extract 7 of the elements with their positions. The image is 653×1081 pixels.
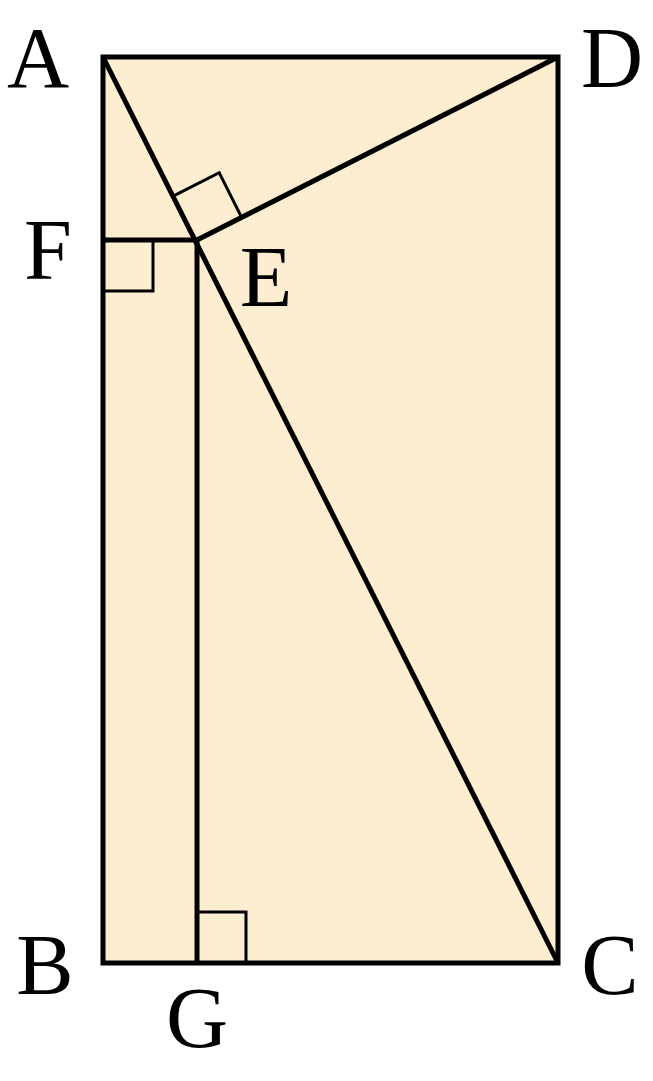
point-label: B [16,922,74,1008]
point-label: E [239,234,293,320]
point-label: A [6,15,70,101]
point-label: C [581,922,639,1008]
point-label: D [580,15,644,101]
point-label: G [165,975,229,1061]
point-label: F [24,207,72,293]
